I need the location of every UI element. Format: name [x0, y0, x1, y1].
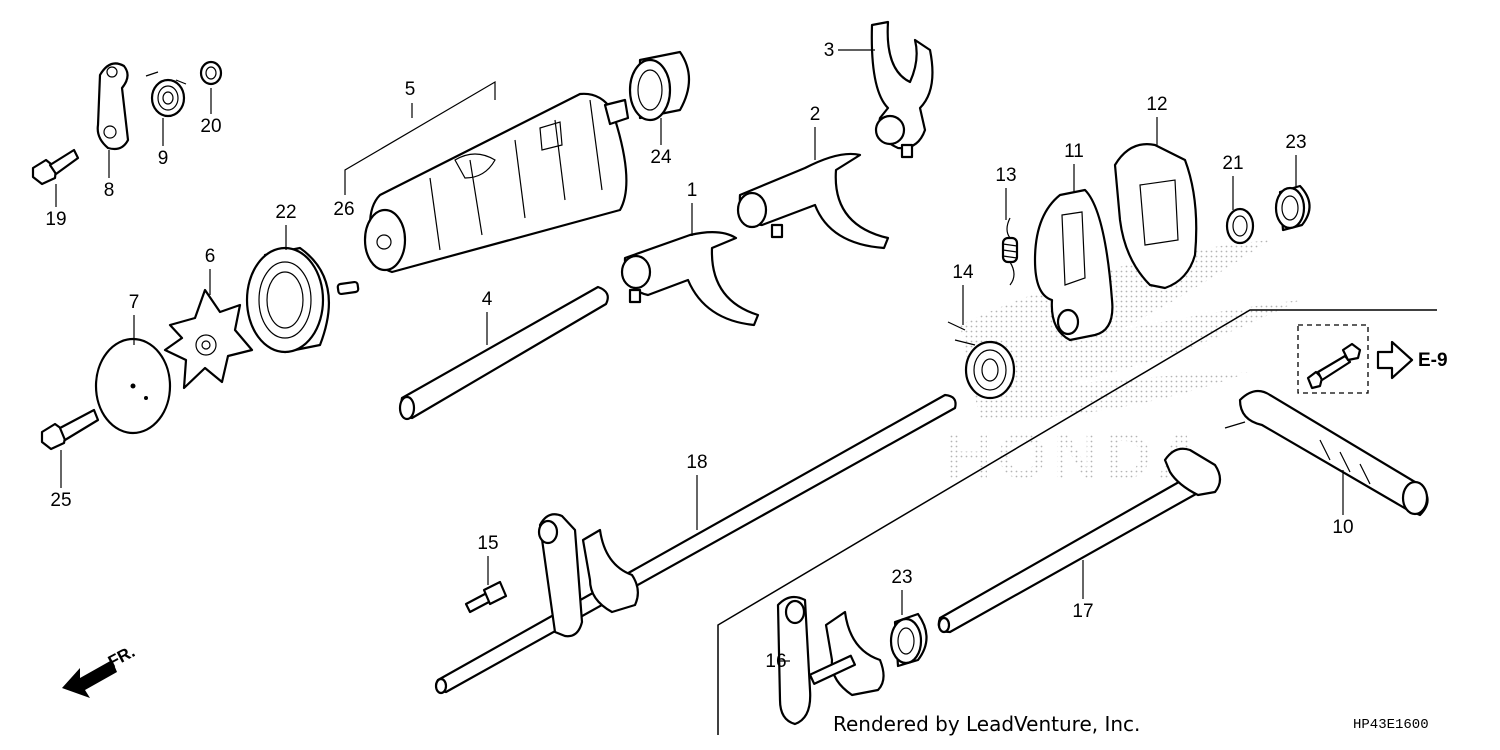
callout-c8: 8: [104, 180, 115, 201]
callout-c5: 5: [405, 79, 416, 100]
part-11-plate: [1033, 188, 1114, 342]
callout-c2: 2: [810, 104, 821, 125]
callout-c25: 25: [50, 490, 71, 511]
callout-c10: 10: [1332, 517, 1353, 538]
callout-c11: 11: [1064, 141, 1084, 162]
part-10-shaft: [1224, 389, 1429, 517]
callout-c19: 19: [45, 209, 66, 230]
part-21-washer: [1225, 207, 1255, 245]
callout-c13: 13: [995, 165, 1016, 186]
part-16-arm: [776, 595, 885, 726]
front-direction-indicator: FR.: [62, 642, 138, 698]
part-18-shaft: [434, 393, 957, 695]
reference-box-e9: E-9: [1297, 324, 1448, 394]
callout-c12: 12: [1146, 94, 1167, 115]
part-14-spring: [947, 321, 1016, 400]
callout-c17: 17: [1072, 601, 1093, 622]
part-4-shaft: [398, 285, 609, 421]
part-13-spring: [1001, 217, 1019, 286]
callout-c21: 21: [1222, 153, 1243, 174]
callout-c23b: 23: [891, 567, 912, 588]
part-22-bearing: [245, 246, 331, 354]
callout-c3: 3: [824, 40, 835, 61]
part-19-bolt: [31, 148, 80, 186]
callout-c24: 24: [650, 147, 672, 168]
callout-c7: 7: [129, 292, 140, 313]
watermark-honda: HONDA: [945, 240, 1300, 492]
callout-c20: 20: [200, 116, 221, 137]
callout-c18: 18: [686, 452, 707, 473]
part-5-shift-drum: [363, 92, 630, 274]
leader-lines: [55, 49, 1344, 662]
callout-c14: 14: [952, 262, 974, 283]
callout-numbers: 1234567891011121314151617181920212223232…: [45, 40, 1353, 672]
part-17-shaft: [937, 447, 1222, 634]
part-1-fork: [620, 231, 760, 327]
part-6-star-plate: [163, 288, 254, 390]
part-23-bearing-top: [1274, 184, 1311, 232]
callout-c4: 4: [482, 289, 493, 310]
footer-credit: Rendered by LeadVenture, Inc.: [833, 712, 1140, 736]
part-7-disc: [94, 337, 172, 435]
callout-c22: 22: [275, 202, 296, 223]
callout-c6: 6: [205, 246, 216, 267]
watermark-text: HONDA: [945, 420, 1210, 492]
callout-c15: 15: [477, 533, 498, 554]
callout-c1: 1: [687, 180, 698, 201]
divider-lines: [717, 309, 1437, 735]
callout-c16: 16: [765, 651, 786, 672]
diagram-code: HP43E1600: [1353, 717, 1429, 733]
part-23-bearing-bottom: [889, 612, 928, 668]
part-12-plate: [1113, 143, 1198, 290]
part-24-bearing: [628, 50, 690, 122]
part-2-fork: [736, 152, 890, 250]
part-9-spring: [145, 71, 187, 118]
callout-c9: 9: [158, 148, 169, 169]
part-25-bolt: [40, 408, 100, 451]
part-8-plate: [96, 62, 130, 151]
part-15-stud: [464, 580, 508, 614]
callout-c26: 26: [333, 199, 354, 220]
callout-c23a: 23: [1285, 132, 1306, 153]
leader-5-26: [344, 80, 496, 195]
part-18-arms: [537, 513, 639, 638]
part-20-washer: [199, 60, 223, 86]
reference-label: E-9: [1418, 350, 1448, 371]
part-3-fork: [870, 20, 934, 159]
part-26-pin: [336, 280, 360, 296]
